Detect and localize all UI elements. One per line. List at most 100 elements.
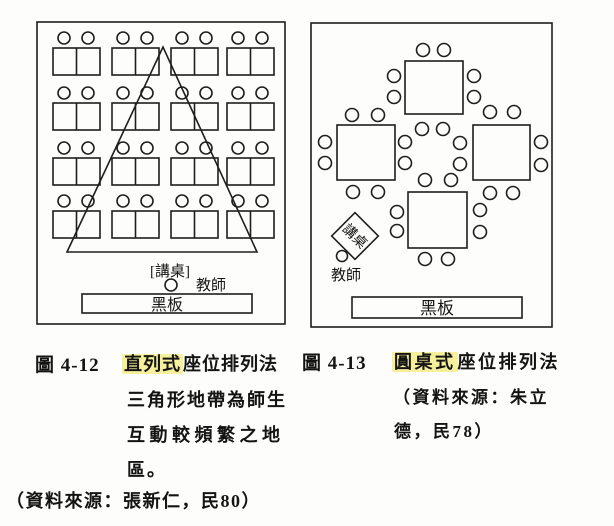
student-seat xyxy=(57,194,71,208)
desk-unit xyxy=(170,31,219,76)
student-seat xyxy=(255,31,269,45)
student-seat xyxy=(317,134,333,150)
student-seat xyxy=(344,107,360,123)
figure-title: 直列式座位排列法 xyxy=(122,350,278,376)
table xyxy=(407,191,468,249)
table-groups xyxy=(317,42,549,267)
desk-grid xyxy=(52,31,275,239)
student-seat xyxy=(175,141,189,155)
desk-unit xyxy=(170,141,219,186)
teacher-seat xyxy=(335,249,349,263)
student-seat xyxy=(231,86,245,100)
student-seat xyxy=(199,86,213,100)
student-seat xyxy=(482,104,498,120)
figure-title: 圓桌式座位排列法 xyxy=(392,348,560,374)
student-seat xyxy=(175,194,189,208)
student-seat xyxy=(140,194,154,208)
blackboard xyxy=(351,296,523,319)
student-seat xyxy=(255,141,269,155)
figure-title-rest: 座位排列法 xyxy=(457,352,560,372)
student-seat xyxy=(370,107,386,123)
student-seat xyxy=(81,141,95,155)
student-seat xyxy=(116,141,130,155)
figure-title-rest: 座位排列法 xyxy=(183,354,278,374)
caption-line: 區。 xyxy=(127,460,167,480)
student-seat xyxy=(440,251,456,267)
student-seat xyxy=(370,184,386,200)
student-seat xyxy=(199,141,213,155)
student-seat xyxy=(505,185,521,201)
lectern-label: [講桌] xyxy=(150,263,190,280)
blackboard xyxy=(81,293,253,314)
highlighted-term: 圓桌式 xyxy=(392,352,458,372)
student-seat xyxy=(231,141,245,155)
student-seat xyxy=(443,172,459,188)
diagrams-canvas: [講桌] 教師 黑板 講桌 教師 黑板 xyxy=(36,21,553,328)
desk-unit xyxy=(52,141,101,186)
lectern-desk xyxy=(330,211,380,261)
student-seat xyxy=(415,42,431,58)
desk-unit xyxy=(226,31,275,76)
student-seat xyxy=(417,172,433,188)
classroom-border-right xyxy=(310,22,553,328)
round-table-diagram: 講桌 教師 黑板 xyxy=(310,22,553,328)
classroom-border-left xyxy=(36,21,286,325)
figure-number: 圖 4-13 xyxy=(302,353,367,374)
desk-unit xyxy=(111,194,160,239)
desk-unit xyxy=(226,141,275,186)
student-seat xyxy=(386,89,402,105)
student-seat xyxy=(436,42,452,58)
table xyxy=(336,124,396,181)
student-seat xyxy=(435,121,451,137)
round-table-unit xyxy=(452,104,549,201)
desk-unit xyxy=(52,194,101,239)
table xyxy=(404,60,464,115)
student-seat xyxy=(389,204,405,220)
caption-line: 互動較頻繁之地 xyxy=(127,425,285,445)
desk-unit xyxy=(52,86,101,131)
desk-unit xyxy=(170,194,219,239)
table xyxy=(472,124,531,181)
round-table-unit xyxy=(389,172,488,267)
desk-unit xyxy=(111,86,160,131)
student-seat xyxy=(452,135,468,151)
student-seat xyxy=(414,121,430,137)
desk-unit xyxy=(111,141,160,186)
highlighted-term: 直列式 xyxy=(122,354,183,374)
student-seat xyxy=(506,104,522,120)
student-seat xyxy=(81,86,95,100)
student-seat xyxy=(386,68,402,84)
desk-unit xyxy=(170,86,219,131)
student-seat xyxy=(81,31,95,45)
student-seat xyxy=(116,194,130,208)
student-seat xyxy=(255,86,269,100)
teacher-label: 教師 xyxy=(331,267,361,284)
caption-line: （資料來源：朱立 xyxy=(393,388,549,407)
source-note: （資料來源：張新仁，民80） xyxy=(6,491,261,511)
student-seat xyxy=(533,157,549,173)
student-seat xyxy=(345,184,361,200)
desk-unit xyxy=(52,31,101,76)
teacher-seat xyxy=(164,278,178,292)
round-table-unit xyxy=(386,42,482,137)
figure-number: 圖 4-12 xyxy=(35,355,100,376)
student-seat xyxy=(466,89,482,105)
student-seat xyxy=(116,31,130,45)
interaction-triangle xyxy=(65,45,259,253)
student-seat xyxy=(255,194,269,208)
student-seat xyxy=(57,86,71,100)
student-seat xyxy=(417,251,433,267)
caption-line: 德，民78） xyxy=(394,422,494,441)
student-seat xyxy=(397,134,413,150)
student-seat xyxy=(199,194,213,208)
teacher-label: 教師 xyxy=(196,277,226,294)
blackboard-label: 黑板 xyxy=(151,296,183,314)
student-seat xyxy=(140,31,154,45)
row-seating-diagram: [講桌] 教師 黑板 xyxy=(36,21,286,325)
desk-unit xyxy=(111,31,160,76)
student-seat xyxy=(452,156,468,172)
student-seat xyxy=(482,185,498,201)
student-seat xyxy=(140,141,154,155)
student-seat xyxy=(199,31,213,45)
